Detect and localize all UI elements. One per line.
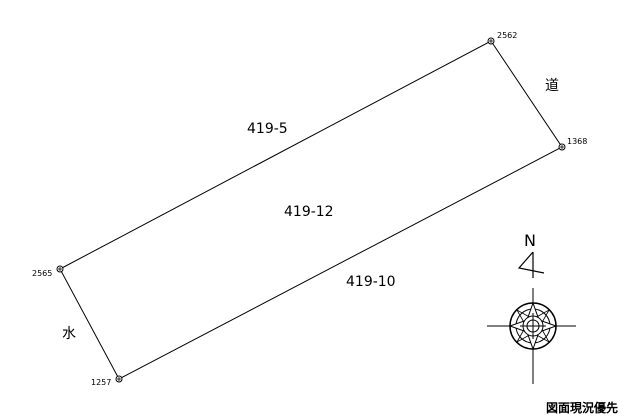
boundary-marker-1257 [115, 375, 123, 383]
point-label-top-right: 2562 [497, 31, 517, 40]
parcel-label-north: 419-5 [247, 121, 288, 137]
parcel-label-main: 419-12 [284, 204, 334, 220]
parcel-label-south: 419-10 [346, 274, 396, 290]
point-label-bottom: 1257 [91, 378, 111, 387]
north-compass-icon: N [487, 231, 576, 384]
boundary-marker-1368 [558, 143, 566, 151]
point-label-left: 2565 [32, 269, 52, 278]
road-label: 道 [545, 78, 559, 94]
north-arrow [517, 251, 545, 274]
boundary-marker-2562 [487, 37, 495, 45]
drawing-note: 図面現況優先 [545, 401, 618, 415]
north-letter: N [524, 231, 536, 250]
boundary-marker-2565 [56, 265, 64, 273]
water-label: 水 [62, 326, 76, 342]
point-label-right: 1368 [567, 137, 587, 146]
